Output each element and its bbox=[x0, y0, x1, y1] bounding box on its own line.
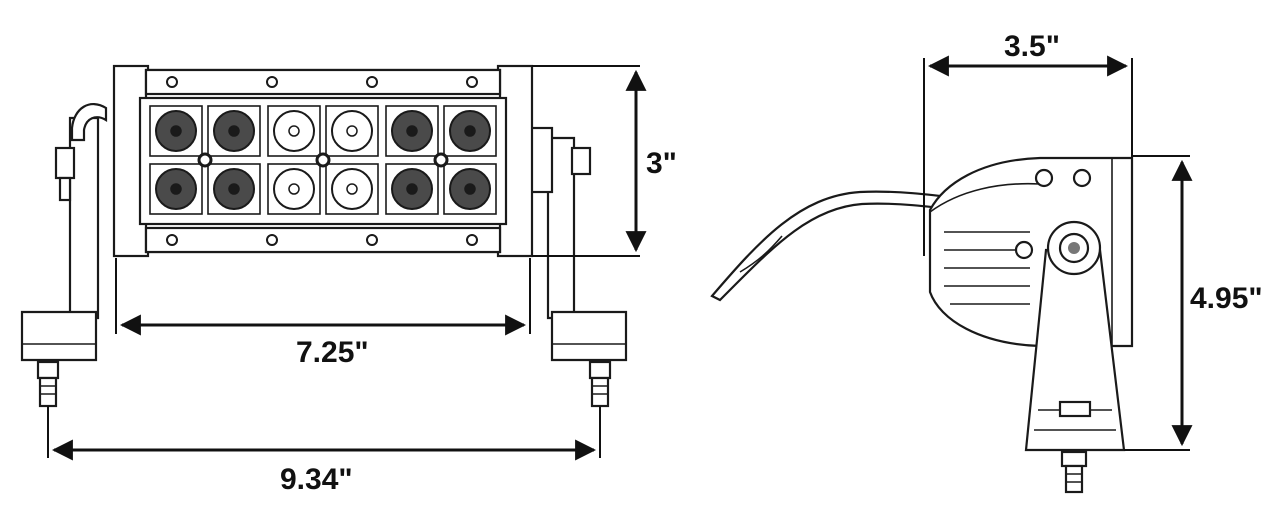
inner-width-dimension: 7.25" bbox=[115, 258, 531, 369]
led-module bbox=[443, 163, 497, 215]
led-module bbox=[385, 163, 439, 215]
led-separator-dot bbox=[315, 152, 331, 168]
housing-screw bbox=[366, 76, 378, 88]
led-module bbox=[443, 105, 497, 157]
depth-dimension-label: 3.5" bbox=[1004, 30, 1060, 63]
led-separator-dots bbox=[197, 152, 449, 168]
power-wire bbox=[70, 102, 108, 142]
led-module bbox=[325, 163, 379, 215]
led-separator-dot bbox=[433, 152, 449, 168]
led-module bbox=[385, 105, 439, 157]
side-screw-top-left bbox=[1034, 168, 1054, 188]
inner-width-dimension-label: 7.25" bbox=[296, 336, 369, 369]
total-height-dimension: 4.95" bbox=[1124, 155, 1263, 451]
led-grid bbox=[149, 105, 497, 215]
housing-screw bbox=[466, 76, 478, 88]
depth-dimension: 3.5" bbox=[923, 30, 1133, 256]
side-screw-top-right bbox=[1072, 168, 1092, 188]
left-mounting-bracket bbox=[20, 116, 100, 408]
led-module bbox=[207, 105, 261, 157]
housing-screw bbox=[166, 234, 178, 246]
led-module bbox=[149, 105, 203, 157]
led-module bbox=[267, 163, 321, 215]
housing-screw bbox=[166, 76, 178, 88]
led-separator-dot bbox=[197, 152, 213, 168]
led-module bbox=[267, 105, 321, 157]
housing-screw bbox=[266, 234, 278, 246]
height-dimension-label: 3" bbox=[646, 147, 677, 180]
side-view: 3.5" 4.95" bbox=[710, 30, 1263, 494]
mount-width-dimension: 9.34" bbox=[47, 406, 601, 496]
right-mounting-bracket bbox=[528, 126, 628, 408]
housing-screw bbox=[366, 234, 378, 246]
housing-screws bbox=[166, 76, 478, 246]
height-dimension: 3" bbox=[532, 65, 677, 257]
housing-screw bbox=[466, 234, 478, 246]
led-module bbox=[325, 105, 379, 157]
total-height-dimension-label: 4.95" bbox=[1190, 282, 1263, 315]
led-module bbox=[207, 163, 261, 215]
led-module bbox=[149, 163, 203, 215]
front-view: 3" 7.25" 9.34" bbox=[20, 64, 677, 496]
side-screw-left bbox=[1014, 240, 1034, 260]
housing-screw bbox=[266, 76, 278, 88]
mount-width-dimension-label: 9.34" bbox=[280, 463, 353, 496]
side-mounting-bracket bbox=[1024, 220, 1126, 494]
